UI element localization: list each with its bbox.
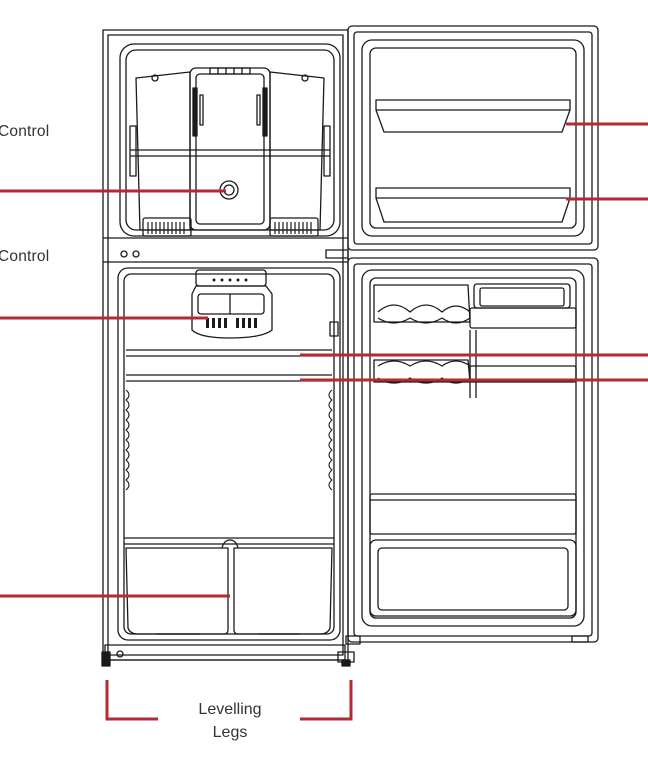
fridge-compartment bbox=[117, 267, 341, 641]
freezer-door bbox=[325, 25, 599, 259]
label-fridge-temperature-control: Control bbox=[0, 248, 50, 265]
freezer-grilles bbox=[147, 222, 312, 234]
cabinet-body bbox=[102, 29, 349, 661]
levelling-feet bbox=[101, 650, 355, 667]
callout-leg-left bbox=[105, 680, 158, 721]
fridge-door bbox=[345, 257, 599, 645]
label-freezer-temperature-control: Control bbox=[0, 123, 50, 140]
label-levelling-legs: Levelling Legs bbox=[160, 698, 300, 744]
label-levelling-legs-line1: Levelling bbox=[198, 701, 262, 718]
divider-knobs bbox=[120, 250, 140, 258]
shelf-supports bbox=[125, 389, 333, 491]
label-levelling-legs-line2: Legs bbox=[212, 724, 248, 741]
fridge-control-vents bbox=[206, 278, 257, 328]
callout-lines bbox=[0, 122, 648, 721]
freezer-compartment bbox=[119, 43, 341, 237]
callout-leg-right bbox=[300, 680, 353, 721]
